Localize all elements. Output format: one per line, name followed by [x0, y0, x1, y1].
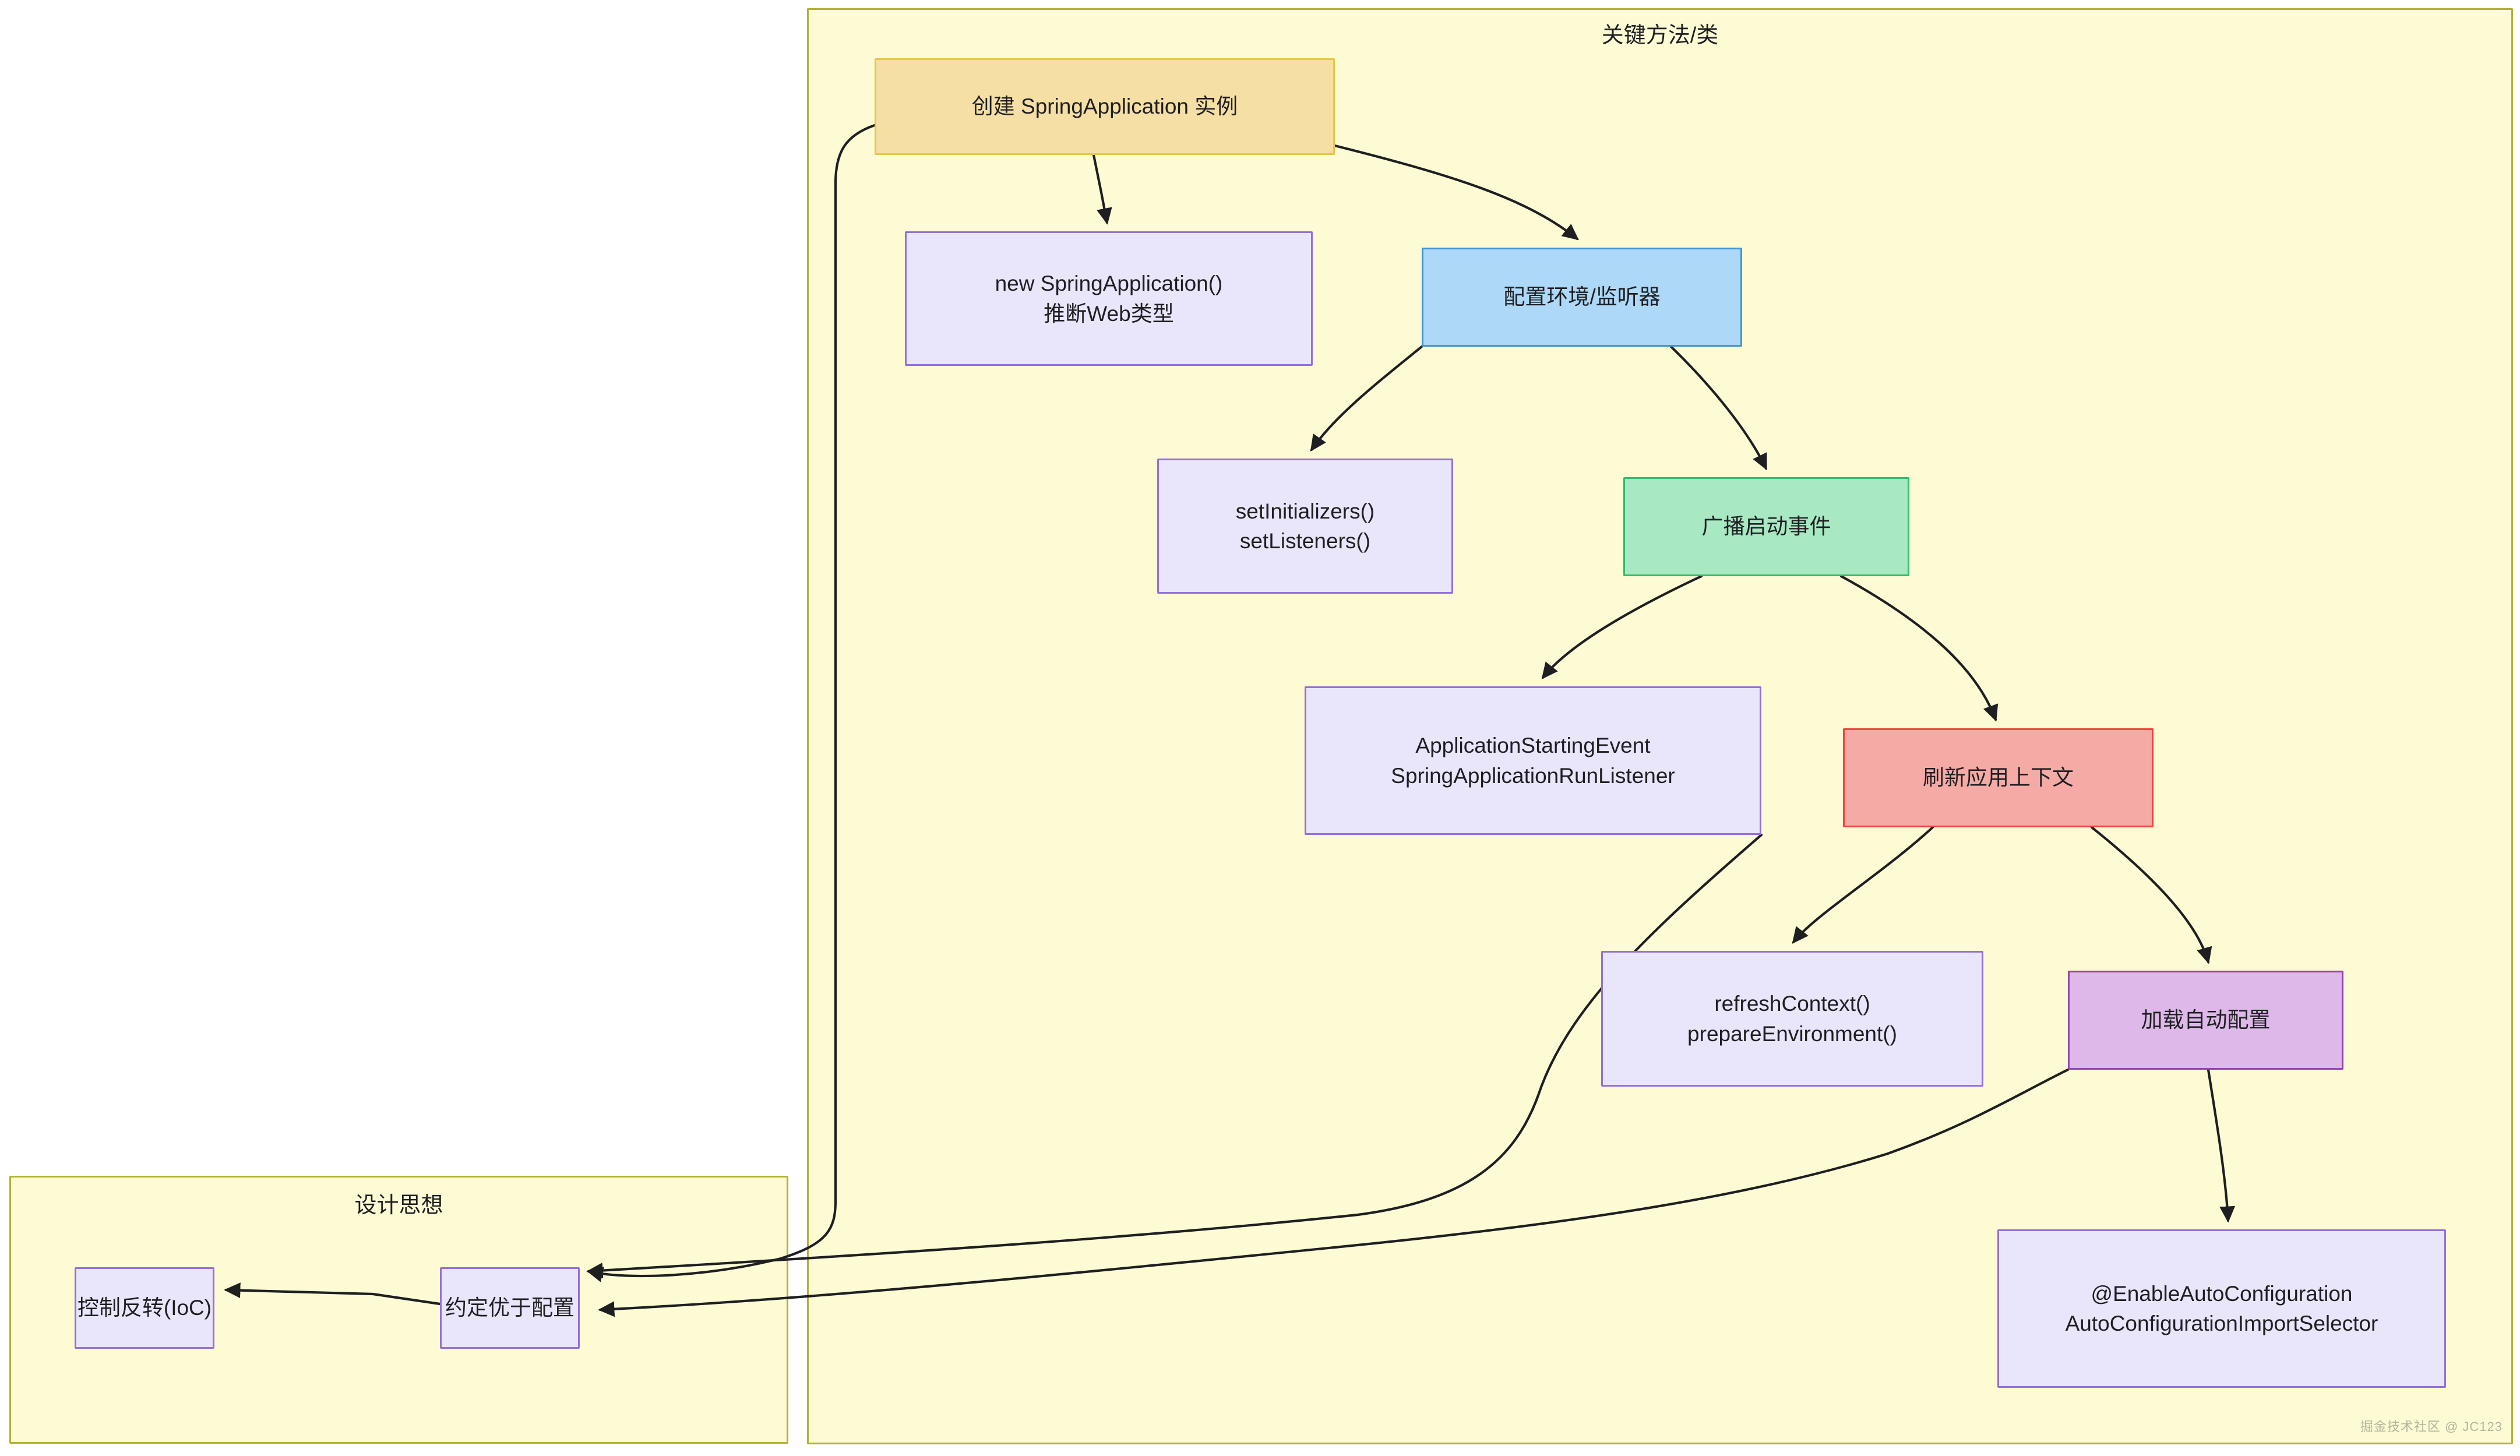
node-load-auto-configuration[interactable]: 加载自动配置: [2068, 971, 2343, 1070]
node-refresh-context-methods[interactable]: refreshContext() prepareEnvironment(): [1601, 951, 1983, 1087]
node-enable-auto-configuration[interactable]: @EnableAutoConfiguration AutoConfigurati…: [1997, 1229, 2446, 1388]
node-refresh-application-context[interactable]: 刷新应用上下文: [1843, 728, 2154, 827]
node-load-auto-configuration-label: 加载自动配置: [2141, 1008, 2271, 1032]
node-new-springapplication-line2: 推断Web类型: [1044, 301, 1174, 326]
node-inversion-of-control-label: 控制反转(IoC): [77, 1296, 212, 1320]
node-refresh-application-context-label: 刷新应用上下文: [1923, 766, 2074, 790]
node-set-initializers-line2: setListeners(): [1239, 529, 1371, 553]
subgraph-design-philosophy-title: 设计思想: [354, 1193, 443, 1218]
node-new-springapplication-line1: new SpringApplication(): [995, 272, 1223, 296]
node-config-environment-listener-label: 配置环境/监听器: [1503, 285, 1661, 309]
subgraph-key-methods-title: 关键方法/类: [1601, 23, 1719, 48]
node-enable-auto-configuration-line1: @EnableAutoConfiguration: [2091, 1281, 2353, 1306]
node-enable-auto-configuration-line2: AutoConfigurationImportSelector: [2065, 1312, 2378, 1335]
node-inversion-of-control[interactable]: 控制反转(IoC): [75, 1267, 214, 1349]
node-refresh-context-methods-line2: prepareEnvironment(): [1687, 1021, 1897, 1046]
node-convention-over-configuration-label: 约定优于配置: [445, 1296, 575, 1320]
node-application-starting-event-line2: SpringApplicationRunListener: [1391, 763, 1675, 788]
node-set-initializers[interactable]: setInitializers() setListeners(): [1157, 459, 1453, 594]
node-convention-over-configuration[interactable]: 约定优于配置: [440, 1267, 580, 1349]
node-create-springapplication[interactable]: 创建 SpringApplication 实例: [875, 58, 1335, 155]
node-refresh-context-methods-line1: refreshContext(): [1714, 992, 1870, 1016]
node-new-springapplication[interactable]: new SpringApplication() 推断Web类型: [905, 231, 1313, 366]
node-application-starting-event-line1: ApplicationStartingEvent: [1415, 734, 1651, 758]
node-broadcast-start-event-label: 广播启动事件: [1701, 514, 1831, 539]
node-create-springapplication-label: 创建 SpringApplication 实例: [971, 94, 1238, 119]
node-broadcast-start-event[interactable]: 广播启动事件: [1623, 477, 1909, 576]
node-config-environment-listener[interactable]: 配置环境/监听器: [1422, 248, 1742, 347]
node-set-initializers-line1: setInitializers(): [1235, 499, 1375, 523]
watermark: 掘金技术社区 @ JC123: [2360, 1419, 2503, 1434]
node-application-starting-event[interactable]: ApplicationStartingEvent SpringApplicati…: [1305, 686, 1761, 835]
